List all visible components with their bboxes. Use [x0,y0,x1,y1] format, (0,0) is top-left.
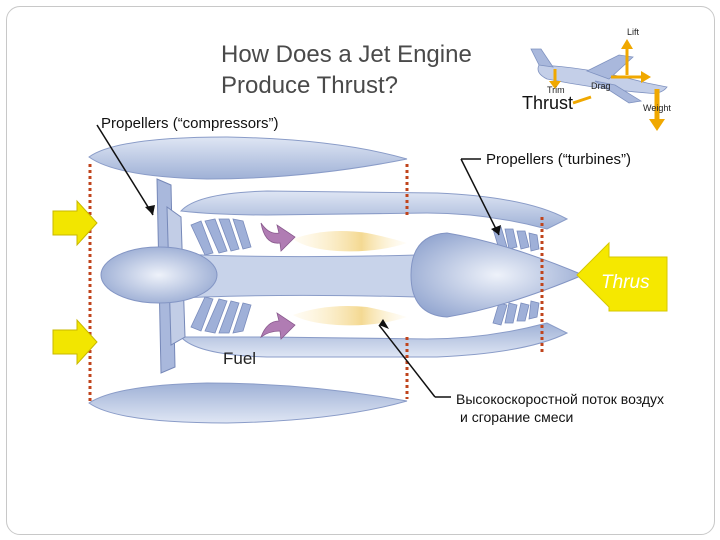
drag-label: Drag [591,81,611,91]
thrust-label: Thrust [522,93,574,113]
nacelle-bottom [88,382,408,424]
thrust-arrow [576,241,668,312]
exhaust-cone [410,232,585,318]
flow-label-line-2: и сгорание смеси [460,409,574,425]
title-line-1: How Does a Jet Engine [221,41,472,68]
flame-bottom [293,306,407,326]
flow-label-line-1: Высокоскоростной поток воздух [456,391,664,407]
compressors-label: Propellers (“compressors”) [101,115,279,132]
dotted-lines [88,164,544,401]
fuel-label: Fuel [223,349,257,368]
casing-top [179,190,569,230]
casing-bottom [179,322,569,358]
lift-label: Lift [627,27,640,37]
weight-label: Weight [643,103,671,113]
airplane-illustration [530,39,668,131]
slide-title: How Does a Jet Engine Produce Thrust? [221,39,521,101]
compressor-blades [190,218,252,334]
intake-arrow-top [52,199,98,247]
fuel-arrow-top [260,222,296,252]
nacelle-top [88,136,408,180]
intake-arrow-bottom [52,318,98,366]
turbines-label: Propellers (“turbines”) [486,151,632,168]
pointer-arrowheads [145,205,501,329]
spinner-cone [100,246,218,304]
thrust-arrow-label: Thrus [601,272,650,293]
jet-engine-diagram [52,39,668,424]
trim-label: Trim [547,85,565,95]
flame-top [293,231,407,252]
title-line-2: Produce Thrust? [221,72,398,99]
slide: How Does a Jet Engine Produce Thrust? Li… [6,6,715,535]
pointer-lines [96,124,500,398]
fuel-arrow-bottom [260,312,296,340]
